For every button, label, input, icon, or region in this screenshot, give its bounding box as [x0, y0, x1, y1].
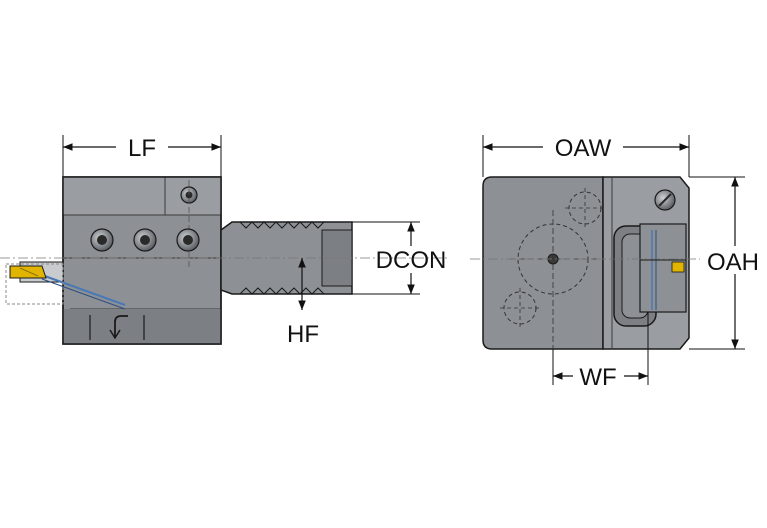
cutting-insert-icon — [9, 265, 47, 279]
socket-screw-icon — [90, 228, 114, 252]
socket-screw-icon — [133, 228, 157, 252]
socket-screw-icon — [654, 189, 676, 211]
socket-screw-icon — [176, 228, 200, 252]
dim-label-lf: LF — [128, 135, 156, 162]
dim-label-oah: OAH — [707, 249, 759, 276]
front-view: OAW OAH WF — [470, 135, 759, 391]
side-view: LF DCON HF — [0, 135, 450, 348]
dim-label-oaw: OAW — [555, 135, 612, 162]
dim-label-dcon: DCON — [376, 247, 447, 274]
holder-front-body — [482, 176, 604, 350]
dim-label-wf: WF — [579, 364, 616, 391]
dim-label-hf: HF — [287, 321, 319, 348]
